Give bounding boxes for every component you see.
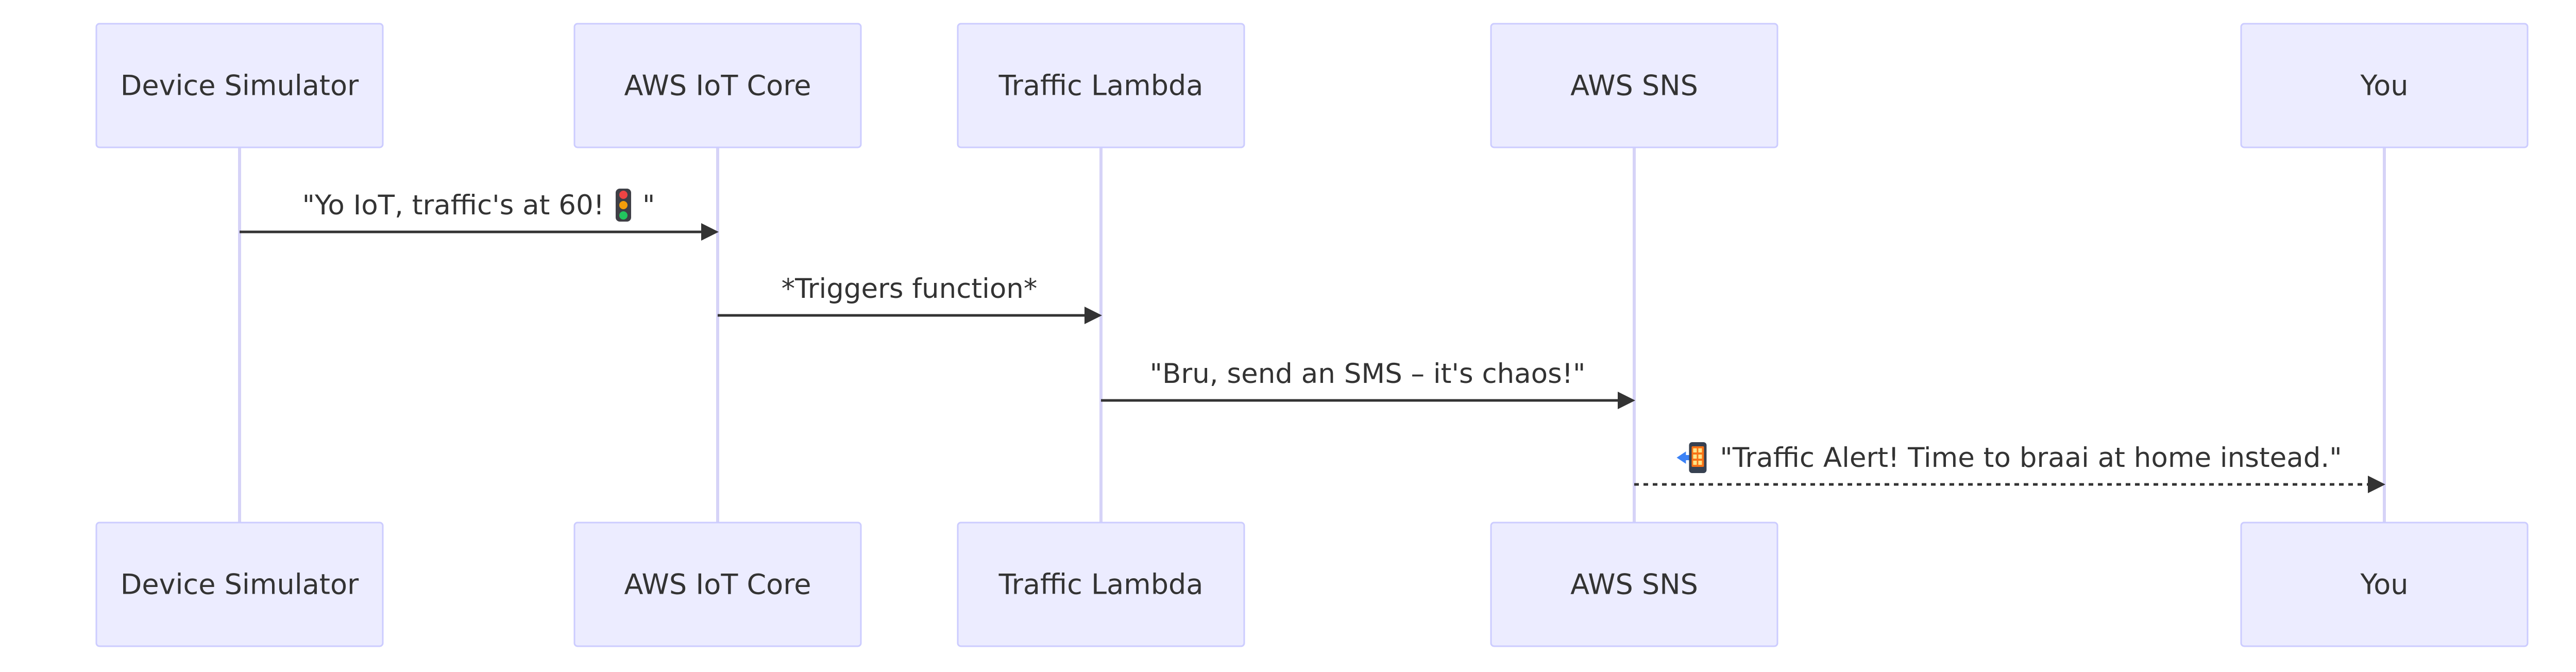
phone-app-tile <box>1698 461 1702 465</box>
message-arrowhead <box>2368 476 2385 493</box>
traffic-light-lamp <box>619 191 628 199</box>
message-label-group: "Traffic Alert! Time to braai at home in… <box>1676 442 2342 474</box>
phone-app-tile <box>1693 461 1697 465</box>
actor-iot-top: AWS IoT Core <box>573 23 862 148</box>
message-arrowhead <box>701 223 719 241</box>
incoming-arrow-shape <box>1676 451 1692 464</box>
actor-label-iot-bottom: AWS IoT Core <box>624 568 811 601</box>
actor-you-bottom: You <box>2240 522 2529 647</box>
message-1: "Yo IoT, traffic's at 60! " <box>240 189 719 241</box>
traffic-light-icon <box>615 189 631 222</box>
actor-box-sns-top <box>1490 23 1778 148</box>
message-label: *Triggers function* <box>782 273 1038 305</box>
actor-label-sns-bottom: AWS SNS <box>1570 568 1698 601</box>
actor-sns-top: AWS SNS <box>1490 23 1778 148</box>
actor-label-you-bottom: You <box>2360 568 2408 601</box>
message-3: "Bru, send an SMS – it's chaos!" <box>1101 358 1635 409</box>
mobile-phone-icon <box>1676 442 1707 473</box>
actor-box-you-bottom <box>2240 522 2529 647</box>
message-4: "Traffic Alert! Time to braai at home in… <box>1634 442 2385 493</box>
actor-device-top: Device Simulator <box>95 23 384 148</box>
message-label-group: *Triggers function* <box>782 273 1038 305</box>
message-label-group: "Bru, send an SMS – it's chaos!" <box>1150 358 1586 390</box>
traffic-light-lamp <box>619 201 628 209</box>
actor-lambda-top: Traffic Lambda <box>957 23 1245 148</box>
message-label-suffix: " <box>642 190 655 221</box>
actor-box-you-top <box>2240 23 2529 148</box>
phone-app-tile <box>1693 455 1697 459</box>
actor-label-device-bottom: Device Simulator <box>121 568 359 601</box>
message-label: "Yo IoT, traffic's at 60! <box>302 190 604 221</box>
actor-box-iot-top <box>573 23 862 148</box>
message-label: "Bru, send an SMS – it's chaos!" <box>1150 358 1586 390</box>
actor-box-iot-bottom <box>573 522 862 647</box>
actor-label-lambda-bottom: Traffic Lambda <box>998 568 1204 601</box>
message-2: *Triggers function* <box>718 273 1102 324</box>
phone-app-tile <box>1693 448 1697 452</box>
actor-label-iot-top: AWS IoT Core <box>624 70 811 102</box>
message-arrowhead <box>1084 307 1102 324</box>
message-label: "Traffic Alert! Time to braai at home in… <box>1720 442 2342 474</box>
actor-box-lambda-top <box>957 23 1245 148</box>
actor-you-top: You <box>2240 23 2529 148</box>
actor-label-lambda-top: Traffic Lambda <box>998 70 1204 102</box>
actor-box-device-bottom <box>95 522 384 647</box>
phone-app-tile <box>1698 455 1702 459</box>
actor-lambda-bottom: Traffic Lambda <box>957 522 1245 647</box>
actor-box-device-top <box>95 23 384 148</box>
actor-label-sns-top: AWS SNS <box>1570 70 1698 102</box>
traffic-light-lamp <box>619 211 628 220</box>
actor-device-bottom: Device Simulator <box>95 522 384 647</box>
actor-box-lambda-bottom <box>957 522 1245 647</box>
actor-label-device-top: Device Simulator <box>121 70 359 102</box>
actor-iot-bottom: AWS IoT Core <box>573 522 862 647</box>
actor-label-you-top: You <box>2360 70 2408 102</box>
actor-box-sns-bottom <box>1490 522 1778 647</box>
phone-app-tile <box>1698 448 1702 452</box>
message-label-group: "Yo IoT, traffic's at 60! " <box>302 189 655 222</box>
message-arrowhead <box>1618 392 1635 409</box>
actor-sns-bottom: AWS SNS <box>1490 522 1778 647</box>
